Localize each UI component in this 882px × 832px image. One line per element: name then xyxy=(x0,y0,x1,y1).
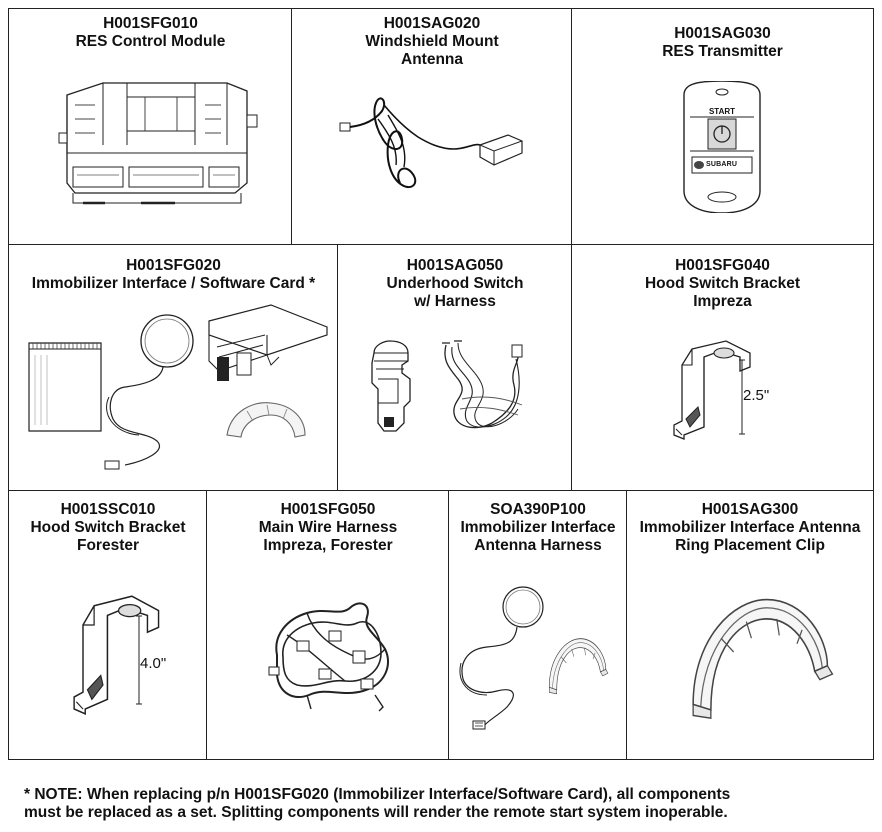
part-name: Antenna xyxy=(401,51,463,68)
replacement-note: * NOTE: When replacing p/n H001SFG020 (I… xyxy=(24,786,874,822)
dimension-label: 4.0" xyxy=(140,655,167,672)
part-header: H001SFG020 Immobilizer Interface / Softw… xyxy=(9,257,338,293)
note-lead: * NOTE: xyxy=(24,786,83,803)
part-name: Main Wire Harness xyxy=(258,519,398,536)
part-name: RES Transmitter xyxy=(662,43,783,60)
part-cell-h001sfg010: H001SFG010 RES Control Module xyxy=(8,8,293,246)
note-text-1: When replacing p/n H001SFG020 (Immobiliz… xyxy=(82,786,731,803)
part-header: H001SFG050 Main Wire Harness Impreza, Fo… xyxy=(207,501,449,555)
part-name: Underhood Switch xyxy=(386,275,524,292)
part-header: H001SSC010 Hood Switch Bracket Forester xyxy=(9,501,207,555)
part-cell-h001sag030: H001SAG030 RES Transmitter START SUBARU xyxy=(571,8,874,246)
dimension-label: 2.5" xyxy=(743,387,770,404)
part-number: SOA390P100 xyxy=(490,501,586,518)
note-text-2: must be replaced as a set. Splitting com… xyxy=(24,804,728,821)
part-name: Ring Placement Clip xyxy=(675,537,825,554)
part-header: H001SAG300 Immobilizer Interface Antenna… xyxy=(627,501,873,555)
part-cell-h001sag300: H001SAG300 Immobilizer Interface Antenna… xyxy=(626,490,874,760)
control-module-icon xyxy=(45,75,270,213)
part-cell-h001sfg050: H001SFG050 Main Wire Harness Impreza, Fo… xyxy=(206,490,450,760)
part-header: SOA390P100 Immobilizer Interface Antenna… xyxy=(449,501,627,555)
part-name: Impreza, Forester xyxy=(263,537,393,554)
part-header: H001SAG030 RES Transmitter xyxy=(572,25,873,61)
part-header: H001SAG020 Windshield Mount Antenna xyxy=(292,15,572,69)
part-name: Impreza xyxy=(693,293,752,310)
part-cell-h001ssc010: H001SSC010 Hood Switch Bracket Forester … xyxy=(8,490,208,760)
part-cell-h001sag020: H001SAG020 Windshield Mount Antenna xyxy=(291,8,573,246)
part-header: H001SFG040 Hood Switch Bracket Impreza xyxy=(572,257,873,311)
part-cell-soa390p100: SOA390P100 Immobilizer Interface Antenna… xyxy=(448,490,628,760)
subaru-logo-text: SUBARU xyxy=(706,161,738,168)
part-number: H001SAG020 xyxy=(383,15,481,32)
part-number: H001SAG050 xyxy=(406,257,504,274)
wire-harness-icon xyxy=(267,595,397,713)
part-name: Immobilizer Interface / Software Card * xyxy=(31,275,316,292)
antenna-harness-icon xyxy=(457,583,557,733)
placement-clip-icon xyxy=(683,583,835,721)
part-number: H001SFG050 xyxy=(280,501,376,518)
part-cell-h001sfg020: H001SFG020 Immobilizer Interface / Softw… xyxy=(8,244,339,492)
part-name: Antenna Harness xyxy=(474,537,602,554)
transmitter-icon: START SUBARU xyxy=(674,81,770,213)
start-button-label: START xyxy=(708,107,736,116)
part-name: RES Control Module xyxy=(75,33,226,50)
underhood-switch-icon xyxy=(362,339,558,439)
part-header: H001SFG010 RES Control Module xyxy=(9,15,292,51)
part-number: H001SFG040 xyxy=(675,257,770,274)
dimension-line-icon xyxy=(136,615,142,705)
part-name: Immobilizer Interface xyxy=(460,519,616,536)
part-number: H001SAG030 xyxy=(674,25,771,42)
part-name: Forester xyxy=(76,537,140,554)
part-number: H001SAG300 xyxy=(701,501,799,518)
part-name: Hood Switch Bracket xyxy=(644,275,801,292)
dimension-line-icon xyxy=(739,359,745,435)
part-number: H001SSC010 xyxy=(60,501,156,518)
part-cell-h001sag050: H001SAG050 Underhood Switch w/ Harness xyxy=(337,244,573,492)
part-name: Immobilizer Interface Antenna xyxy=(639,519,861,536)
part-header: H001SAG050 Underhood Switch w/ Harness xyxy=(338,257,572,311)
part-number: H001SFG020 xyxy=(126,257,221,274)
part-name: Windshield Mount xyxy=(365,33,499,50)
placement-clip-icon xyxy=(545,631,609,695)
antenna-icon xyxy=(332,89,532,199)
note-line-1: * NOTE: When replacing p/n H001SFG020 (I… xyxy=(24,786,874,804)
part-name: Hood Switch Bracket xyxy=(30,519,186,536)
part-number: H001SFG010 xyxy=(103,15,198,32)
part-cell-h001sfg040: H001SFG040 Hood Switch Bracket Impreza 2… xyxy=(571,244,874,492)
immobilizer-kit-icon xyxy=(21,301,331,481)
part-name: w/ Harness xyxy=(414,293,496,310)
